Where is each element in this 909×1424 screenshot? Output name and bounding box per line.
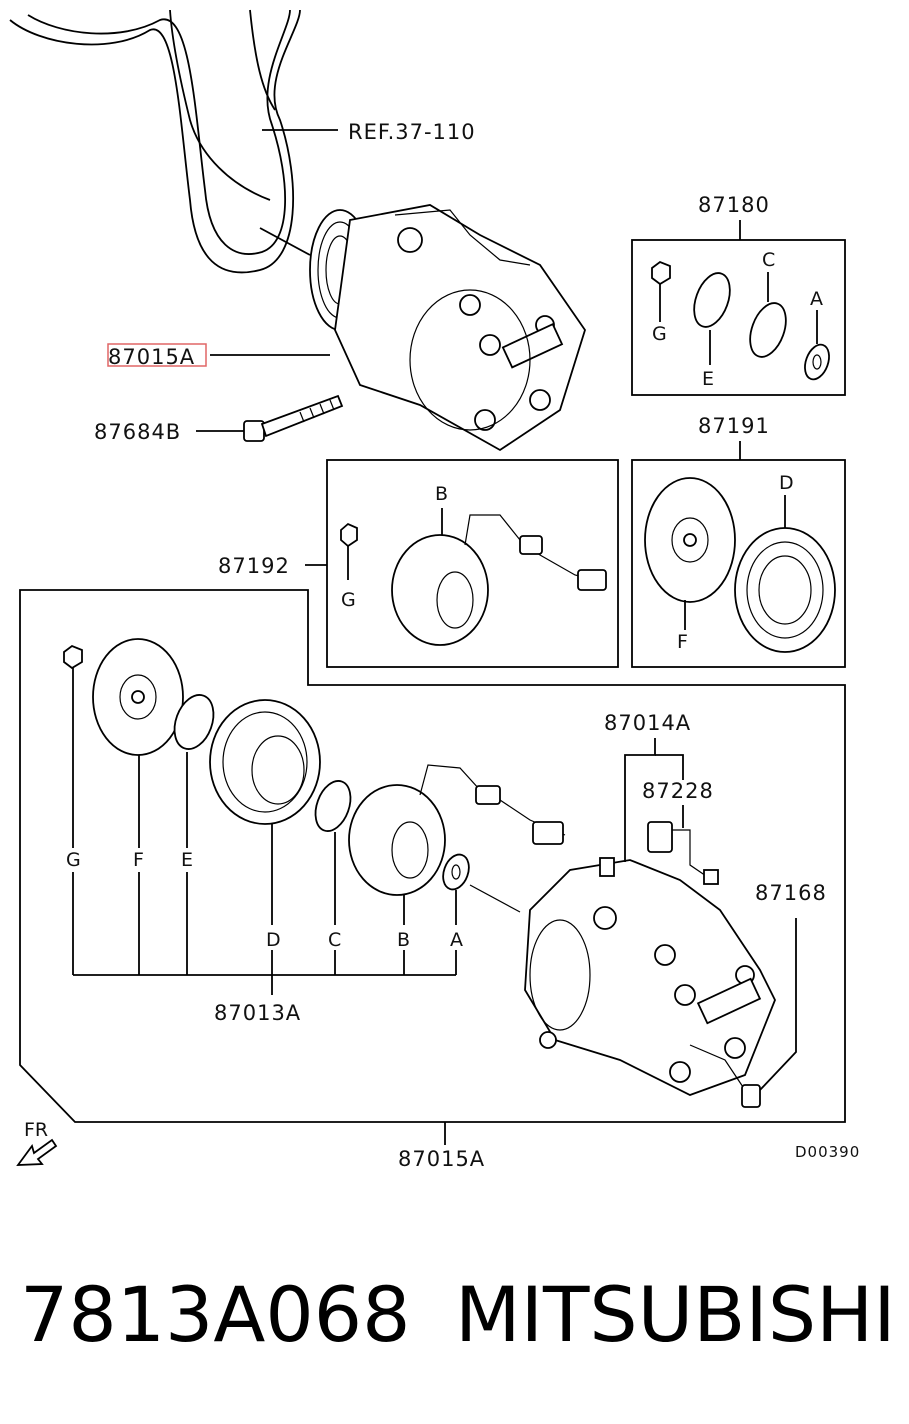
drive-belt <box>9 9 338 274</box>
callout-compressor-assy: 87015A <box>108 345 195 369</box>
exploded-parts <box>63 638 566 913</box>
drawing-code: D00390 <box>795 1143 860 1161</box>
letter-g-coil: G <box>341 589 356 611</box>
highlight-box <box>107 343 207 367</box>
bolt-icon <box>243 394 344 442</box>
letter-c-seal: C <box>762 249 775 271</box>
callout-sensor-bolt: 87168 <box>755 881 827 905</box>
callout-sensor: 87228 <box>642 779 714 803</box>
letter-a: A <box>450 929 463 951</box>
letter-f: F <box>133 849 144 871</box>
callout-bolt: 87684B <box>94 420 181 444</box>
callout-bottom-assy: 87015A <box>398 1147 485 1171</box>
ref-label: REF.37-110 <box>348 120 476 144</box>
callout-valve-kit: 87014A <box>604 711 691 735</box>
front-arrow-icon <box>16 1138 58 1166</box>
letter-e-seal: E <box>702 368 714 390</box>
clutch-assy-bracket <box>72 668 457 995</box>
sensor-bolt-icon <box>741 918 797 1108</box>
brand-name: MITSUBISHI <box>455 1270 896 1359</box>
compressor-top <box>309 204 586 452</box>
letter-d-clutch: D <box>779 472 794 494</box>
compressor-bottom <box>524 821 776 1096</box>
letter-c: C <box>328 929 341 951</box>
letter-f-clutch: F <box>677 631 688 653</box>
part-number: 7813A068 <box>20 1270 411 1359</box>
letter-g: G <box>66 849 81 871</box>
clutch-kit-box <box>631 459 846 668</box>
callout-clutch-kit: 87191 <box>698 414 770 438</box>
seal-kit-parts <box>651 260 830 381</box>
main-assembly-frame <box>19 589 846 1123</box>
letter-d: D <box>266 929 281 951</box>
clutch-kit-parts <box>644 477 836 653</box>
callout-coil-kit: 87192 <box>218 554 290 578</box>
letter-g-seal: G <box>652 323 667 345</box>
letter-e: E <box>181 849 193 871</box>
direction-label: FR <box>24 1119 48 1141</box>
callout-seal-kit: 87180 <box>698 193 770 217</box>
coil-kit-parts <box>340 508 607 646</box>
letter-a-seal: A <box>810 288 823 310</box>
footer: 7813A068 MITSUBISHI <box>0 1262 909 1372</box>
letter-b: B <box>397 929 410 951</box>
letter-b-coil: B <box>435 483 448 505</box>
callout-clutch-assy: 87013A <box>214 1001 301 1025</box>
seal-kit-box <box>631 239 846 396</box>
coil-kit-box <box>326 459 619 668</box>
